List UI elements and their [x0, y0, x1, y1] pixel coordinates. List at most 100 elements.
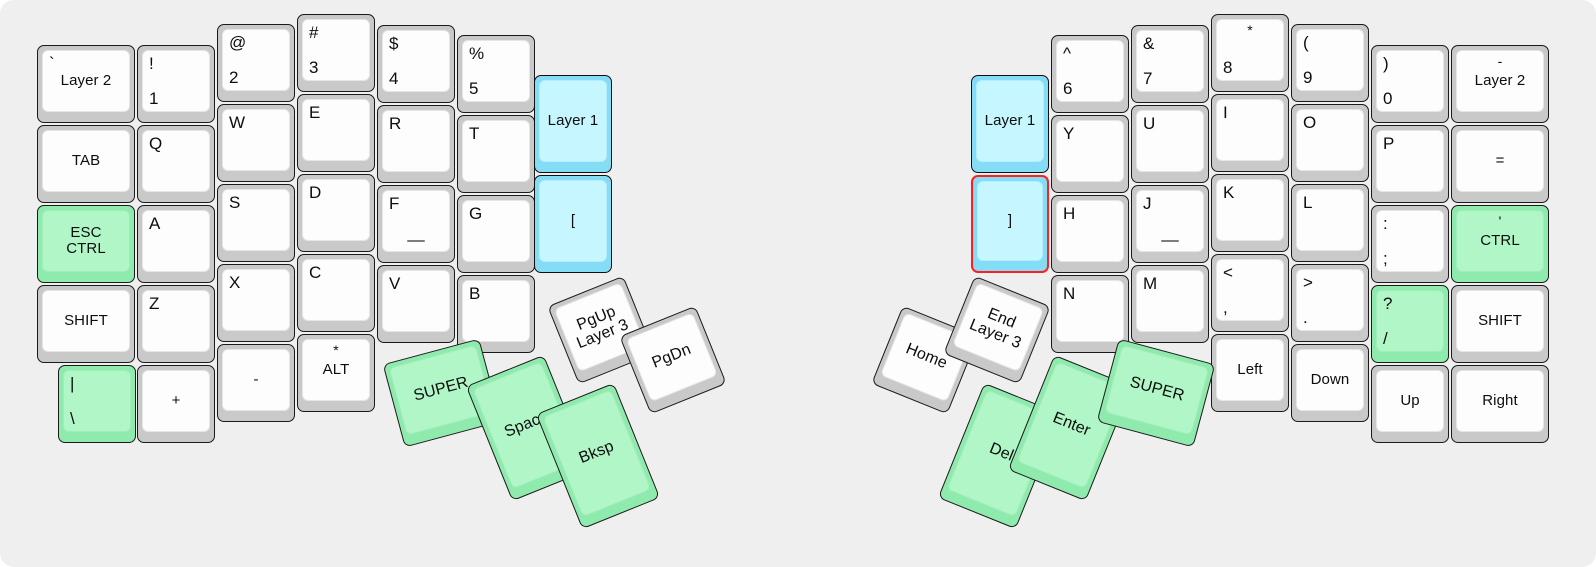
key-5-upper-legend: %: [469, 44, 485, 63]
key-super-right[interactable]: SUPER: [1096, 338, 1216, 448]
key-semicolon-upper-legend: :: [1383, 214, 1388, 233]
key-h[interactable]: H: [1051, 195, 1129, 273]
key-bracket-right-legend: ]: [1007, 212, 1013, 230]
key-esc-ctrl[interactable]: ESC CTRL: [37, 205, 135, 283]
key-j[interactable]: J: [1131, 185, 1209, 263]
key-esc-ctrl-legend: ESC CTRL: [66, 224, 106, 257]
key-y[interactable]: Y: [1051, 115, 1129, 193]
key-4-upper-legend: $: [389, 34, 399, 53]
key-5[interactable]: %5: [457, 35, 535, 113]
key-8[interactable]: *8: [1211, 14, 1289, 92]
key-k[interactable]: K: [1211, 174, 1289, 252]
key-c-cap: C: [302, 259, 370, 321]
key-o[interactable]: O: [1291, 104, 1369, 182]
key-layer1-left[interactable]: Layer 1: [534, 75, 612, 173]
key-layer1-right[interactable]: Layer 1: [971, 75, 1049, 173]
key-0[interactable]: )0: [1371, 45, 1449, 123]
key-d[interactable]: D: [297, 174, 375, 252]
key-n-upper-legend: N: [1063, 284, 1076, 303]
key-7[interactable]: &7: [1131, 25, 1209, 103]
key-bracket-left[interactable]: [: [534, 175, 612, 273]
key-y-upper-legend: Y: [1063, 124, 1075, 143]
key-slash[interactable]: ?/: [1371, 285, 1449, 363]
key-bracket-left-cap: [: [539, 180, 607, 262]
key-6[interactable]: ^6: [1051, 35, 1129, 113]
key-equals[interactable]: =: [1451, 125, 1549, 203]
key-1-cap: !1: [142, 50, 210, 112]
key-2[interactable]: @2: [217, 24, 295, 102]
key-8-cap: *8: [1216, 19, 1284, 81]
key-period[interactable]: >.: [1291, 264, 1369, 342]
key-9[interactable]: (9: [1291, 24, 1369, 102]
key-p-upper-legend: P: [1383, 134, 1395, 153]
key-tab[interactable]: TAB: [37, 125, 135, 203]
key-layer2-minus-upper-legend: -: [1497, 53, 1503, 69]
key-layer2-grave-cap: `Layer 2: [42, 50, 130, 112]
key-4-cap: $4: [382, 30, 450, 92]
key-s[interactable]: S: [217, 184, 295, 262]
key-3[interactable]: #3: [297, 14, 375, 92]
key-slash-cap: ?/: [1376, 290, 1444, 352]
key-h-cap: H: [1056, 200, 1124, 262]
key-e-cap: E: [302, 99, 370, 161]
key-left-legend: Left: [1237, 361, 1263, 379]
key-l[interactable]: L: [1291, 184, 1369, 262]
key-i-cap: I: [1216, 99, 1284, 161]
key-layer2-grave-legend: Layer 2: [60, 72, 112, 90]
key-9-lower-legend: 9: [1303, 67, 1313, 87]
key-r[interactable]: R: [377, 105, 455, 183]
key-w[interactable]: W: [217, 104, 295, 182]
key-4[interactable]: $4: [377, 25, 455, 103]
key-2-lower-legend: 2: [229, 67, 239, 87]
key-up[interactable]: Up: [1371, 365, 1449, 443]
key-t[interactable]: T: [457, 115, 535, 193]
key-super-right-legend: SUPER: [1127, 373, 1187, 405]
key-layer2-minus[interactable]: -Layer 2: [1451, 45, 1549, 123]
key-down[interactable]: Down: [1291, 344, 1369, 422]
key-shift-right-cap: SHIFT: [1456, 290, 1544, 352]
key-c[interactable]: C: [297, 254, 375, 332]
key-p[interactable]: P: [1371, 125, 1449, 203]
key-semicolon[interactable]: :;: [1371, 205, 1449, 283]
key-bracket-left-legend: [: [570, 212, 576, 230]
key-period-cap: >.: [1296, 269, 1364, 331]
key-m[interactable]: M: [1131, 265, 1209, 343]
key-minus[interactable]: -: [217, 344, 295, 422]
key-layer2-grave[interactable]: `Layer 2: [37, 45, 135, 123]
key-a[interactable]: A: [137, 205, 215, 283]
key-q[interactable]: Q: [137, 125, 215, 203]
key-enter-legend: Enter: [1050, 409, 1093, 440]
key-pipe-backslash[interactable]: |\: [58, 365, 136, 443]
key-right-cap: Right: [1456, 370, 1544, 432]
key-alt[interactable]: *ALT: [297, 334, 375, 412]
key-plus[interactable]: +: [137, 365, 215, 443]
key-up-cap: Up: [1376, 370, 1444, 432]
key-u[interactable]: U: [1131, 105, 1209, 183]
key-shift[interactable]: SHIFT: [37, 285, 135, 363]
key-slash-upper-legend: ?: [1383, 294, 1393, 313]
key-1[interactable]: !1: [137, 45, 215, 123]
key-bracket-right[interactable]: ]: [971, 175, 1049, 273]
key-r-cap: R: [382, 110, 450, 172]
key-alt-upper-legend: *: [333, 342, 339, 358]
key-shift-right[interactable]: SHIFT: [1451, 285, 1549, 363]
key-v[interactable]: V: [377, 265, 455, 343]
key-period-upper-legend: >: [1303, 273, 1314, 292]
key-x[interactable]: X: [217, 264, 295, 342]
key-i[interactable]: I: [1211, 94, 1289, 172]
key-f[interactable]: F: [377, 185, 455, 263]
key-l-cap: L: [1296, 189, 1364, 251]
key-6-upper-legend: ^: [1063, 44, 1072, 63]
key-equals-cap: =: [1456, 130, 1544, 192]
key-n[interactable]: N: [1051, 275, 1129, 353]
key-7-cap: &7: [1136, 30, 1204, 92]
key-u-upper-legend: U: [1143, 114, 1156, 133]
key-g[interactable]: G: [457, 195, 535, 273]
key-t-cap: T: [462, 120, 530, 182]
key-quote-ctrl[interactable]: 'CTRL: [1451, 205, 1549, 283]
key-comma[interactable]: <,: [1211, 254, 1289, 332]
key-right[interactable]: Right: [1451, 365, 1549, 443]
key-z[interactable]: Z: [137, 285, 215, 363]
key-left[interactable]: Left: [1211, 334, 1289, 412]
key-e[interactable]: E: [297, 94, 375, 172]
